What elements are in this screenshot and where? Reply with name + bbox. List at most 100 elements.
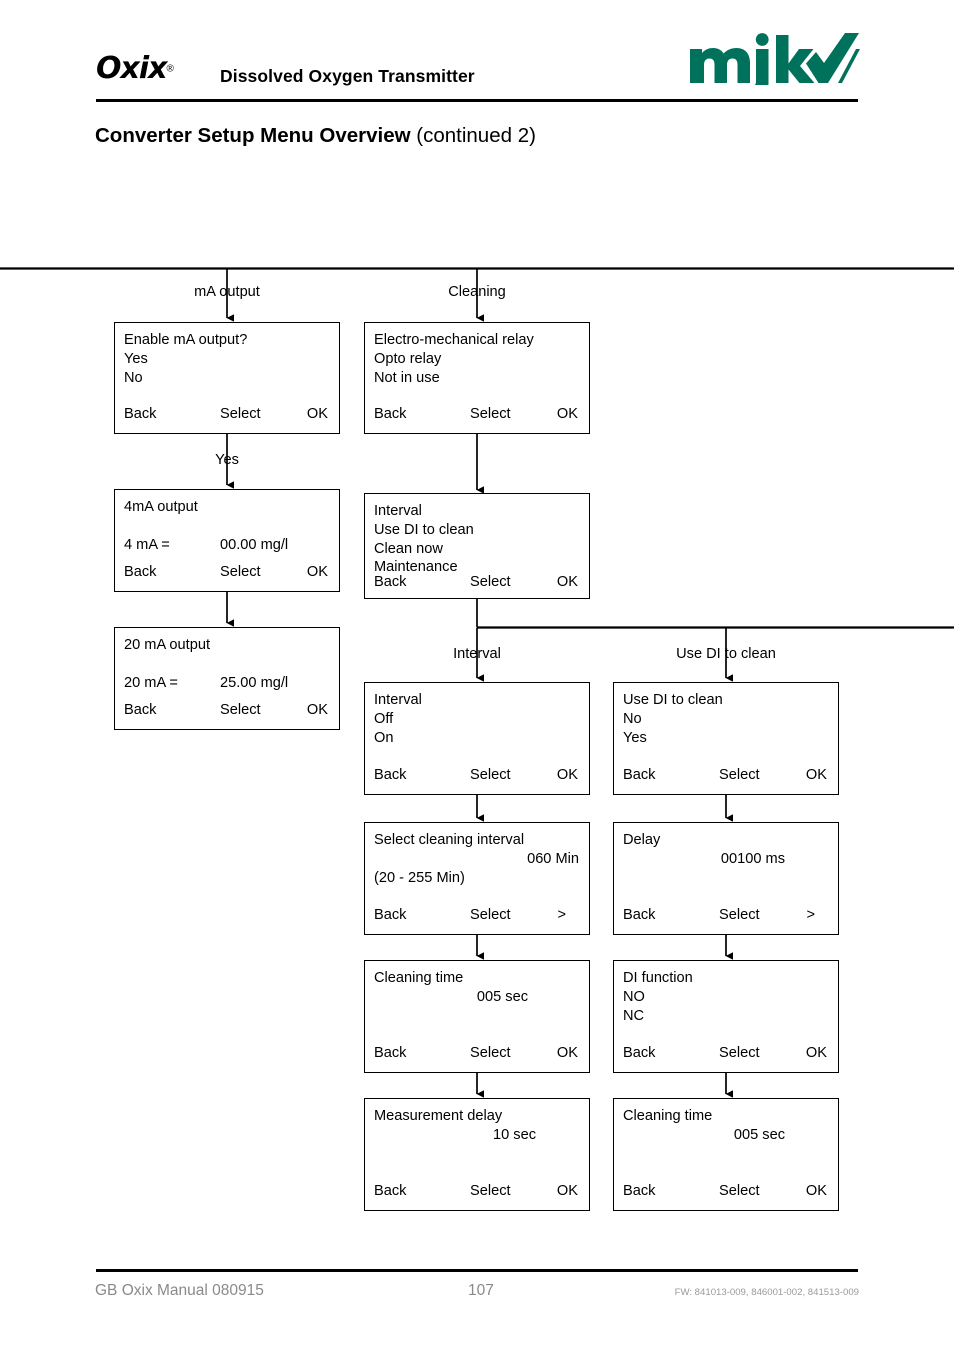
softkey-back[interactable]: Back — [374, 406, 407, 423]
softkey-ok[interactable]: OK — [805, 1045, 827, 1062]
softkey-select[interactable]: Select — [470, 1183, 511, 1200]
softkey-ok[interactable]: OK — [556, 767, 578, 784]
softkey-ok[interactable]: OK — [556, 574, 578, 591]
menu-title: Enable mA output? — [124, 332, 248, 348]
value-number[interactable]: 005 sec — [733, 1126, 785, 1143]
value-row: 060 Min — [374, 850, 580, 869]
softkey-select[interactable]: Select — [470, 1045, 511, 1062]
softkey-ok[interactable]: OK — [306, 564, 328, 581]
screen-enable-ma-output[interactable]: Enable mA output? Yes No Back Select OK — [114, 322, 340, 434]
menu-option[interactable]: On — [374, 729, 394, 746]
menu-option[interactable]: Interval — [374, 503, 422, 519]
softkey-back[interactable]: Back — [374, 907, 407, 924]
header-subtitle: Dissolved Oxygen Transmitter — [220, 66, 475, 86]
screen-measurement-delay[interactable]: Measurement delay 10 sec Back Select OK — [364, 1098, 590, 1211]
footer-divider — [96, 1269, 858, 1272]
softkey-row: Back Select > — [623, 906, 829, 925]
softkey-back[interactable]: Back — [124, 564, 157, 581]
footer-manual-id: GB Oxix Manual 080915 — [95, 1282, 264, 1299]
softkey-row: Back Select OK — [124, 405, 330, 424]
menu-option[interactable]: No — [623, 710, 642, 727]
menu-title: Cleaning time — [374, 970, 464, 986]
menu-option[interactable]: Yes — [124, 350, 148, 367]
softkey-row: Back Select OK — [374, 1182, 580, 1201]
value-number[interactable]: 005 sec — [476, 988, 528, 1005]
softkey-back[interactable]: Back — [623, 907, 656, 924]
softkey-select[interactable]: Select — [719, 1183, 760, 1200]
softkey-back[interactable]: Back — [124, 406, 157, 423]
menu-option[interactable]: NC — [623, 1007, 645, 1024]
softkey-ok[interactable]: OK — [805, 1183, 827, 1200]
value-row: 005 sec — [623, 1126, 829, 1145]
menu-title: Interval — [374, 692, 422, 708]
value-row: 10 sec — [374, 1126, 580, 1145]
softkey-select[interactable]: Select — [470, 406, 511, 423]
value-row: 4 mA = 00.00 mg/l — [124, 536, 330, 555]
menu-option[interactable]: Use DI to clean — [374, 521, 474, 538]
screen-use-di-to-clean[interactable]: Use DI to clean No Yes Back Select OK — [613, 682, 839, 795]
screen-interval-onoff[interactable]: Interval Off On Back Select OK — [364, 682, 590, 795]
softkey-ok[interactable]: OK — [306, 702, 328, 719]
value-range: (20 - 255 Min) — [374, 869, 465, 886]
value-number[interactable]: 060 Min — [527, 850, 579, 867]
menu-option[interactable]: Yes — [623, 729, 647, 746]
value-number: 25.00 mg/l — [220, 674, 289, 691]
page-title: Converter Setup Menu Overview (continued… — [95, 124, 536, 148]
softkey-back[interactable]: Back — [374, 1045, 407, 1062]
edge-label-use-di-to-clean: Use DI to clean — [676, 646, 776, 662]
menu-option[interactable]: Maintenance — [374, 559, 458, 576]
menu-option[interactable]: Off — [374, 710, 394, 727]
screen-relay-select[interactable]: Electro-mechanical relay Opto relay Not … — [364, 322, 590, 434]
softkey-back[interactable]: Back — [623, 767, 656, 784]
softkey-select[interactable]: Select — [470, 767, 511, 784]
screen-4ma-output[interactable]: 4mA output 4 mA = 00.00 mg/l Back Select… — [114, 489, 340, 592]
softkey-select[interactable]: Select — [220, 406, 261, 423]
softkey-ok[interactable]: OK — [556, 1045, 578, 1062]
softkey-back[interactable]: Back — [623, 1183, 656, 1200]
menu-option[interactable]: Not in use — [374, 369, 440, 386]
menu-option[interactable]: No — [124, 369, 143, 386]
softkey-back[interactable]: Back — [374, 767, 407, 784]
softkey-next[interactable]: > — [806, 907, 815, 924]
softkey-row: Back Select OK — [374, 405, 580, 424]
page-title-main: Converter Setup Menu Overview — [95, 124, 411, 147]
value-number[interactable]: 00100 ms — [720, 850, 785, 867]
screen-cleaning-menu[interactable]: Interval Use DI to clean Clean now Maint… — [364, 493, 590, 599]
menu-option[interactable]: NO — [623, 988, 645, 1005]
menu-option[interactable]: Clean now — [374, 540, 443, 557]
screen-20ma-output[interactable]: 20 mA output 20 mA = 25.00 mg/l Back Sel… — [114, 627, 340, 730]
softkey-select[interactable]: Select — [719, 907, 760, 924]
softkey-ok[interactable]: OK — [556, 1183, 578, 1200]
menu-title: Cleaning time — [623, 1108, 713, 1124]
menu-title: Measurement delay — [374, 1108, 503, 1124]
softkey-ok[interactable]: OK — [805, 767, 827, 784]
softkey-next[interactable]: > — [557, 907, 566, 924]
softkey-select[interactable]: Select — [220, 564, 261, 581]
softkey-ok[interactable]: OK — [306, 406, 328, 423]
softkey-ok[interactable]: OK — [556, 406, 578, 423]
softkey-back[interactable]: Back — [623, 1045, 656, 1062]
header-divider — [96, 99, 858, 102]
menu-title: Select cleaning interval — [374, 832, 525, 848]
value-number[interactable]: 10 sec — [493, 1126, 536, 1143]
menu-option[interactable]: Opto relay — [374, 350, 442, 367]
screen-cleaning-time-right[interactable]: Cleaning time 005 sec Back Select OK — [613, 1098, 839, 1211]
softkey-select[interactable]: Select — [220, 702, 261, 719]
edge-label-cleaning: Cleaning — [448, 284, 506, 300]
menu-option[interactable]: Electro-mechanical relay — [374, 332, 534, 348]
screen-select-cleaning-interval[interactable]: Select cleaning interval 060 Min (20 - 2… — [364, 822, 590, 935]
softkey-select[interactable]: Select — [719, 1045, 760, 1062]
screen-di-function[interactable]: DI function NO NC Back Select OK — [613, 960, 839, 1073]
screen-cleaning-time-left[interactable]: Cleaning time 005 sec Back Select OK — [364, 960, 590, 1073]
edge-label-ma-output: mA output — [194, 284, 260, 300]
softkey-select[interactable]: Select — [470, 907, 511, 924]
softkey-back[interactable]: Back — [124, 702, 157, 719]
screen-delay[interactable]: Delay 00100 ms Back Select > — [613, 822, 839, 935]
menu-title: DI function — [623, 970, 693, 986]
softkey-select[interactable]: Select — [470, 574, 511, 591]
softkey-back[interactable]: Back — [374, 1183, 407, 1200]
softkey-select[interactable]: Select — [719, 767, 760, 784]
footer-firmware-versions: FW: 841013-009, 846001-002, 841513-009 — [674, 1287, 859, 1298]
softkey-back[interactable]: Back — [374, 574, 407, 591]
